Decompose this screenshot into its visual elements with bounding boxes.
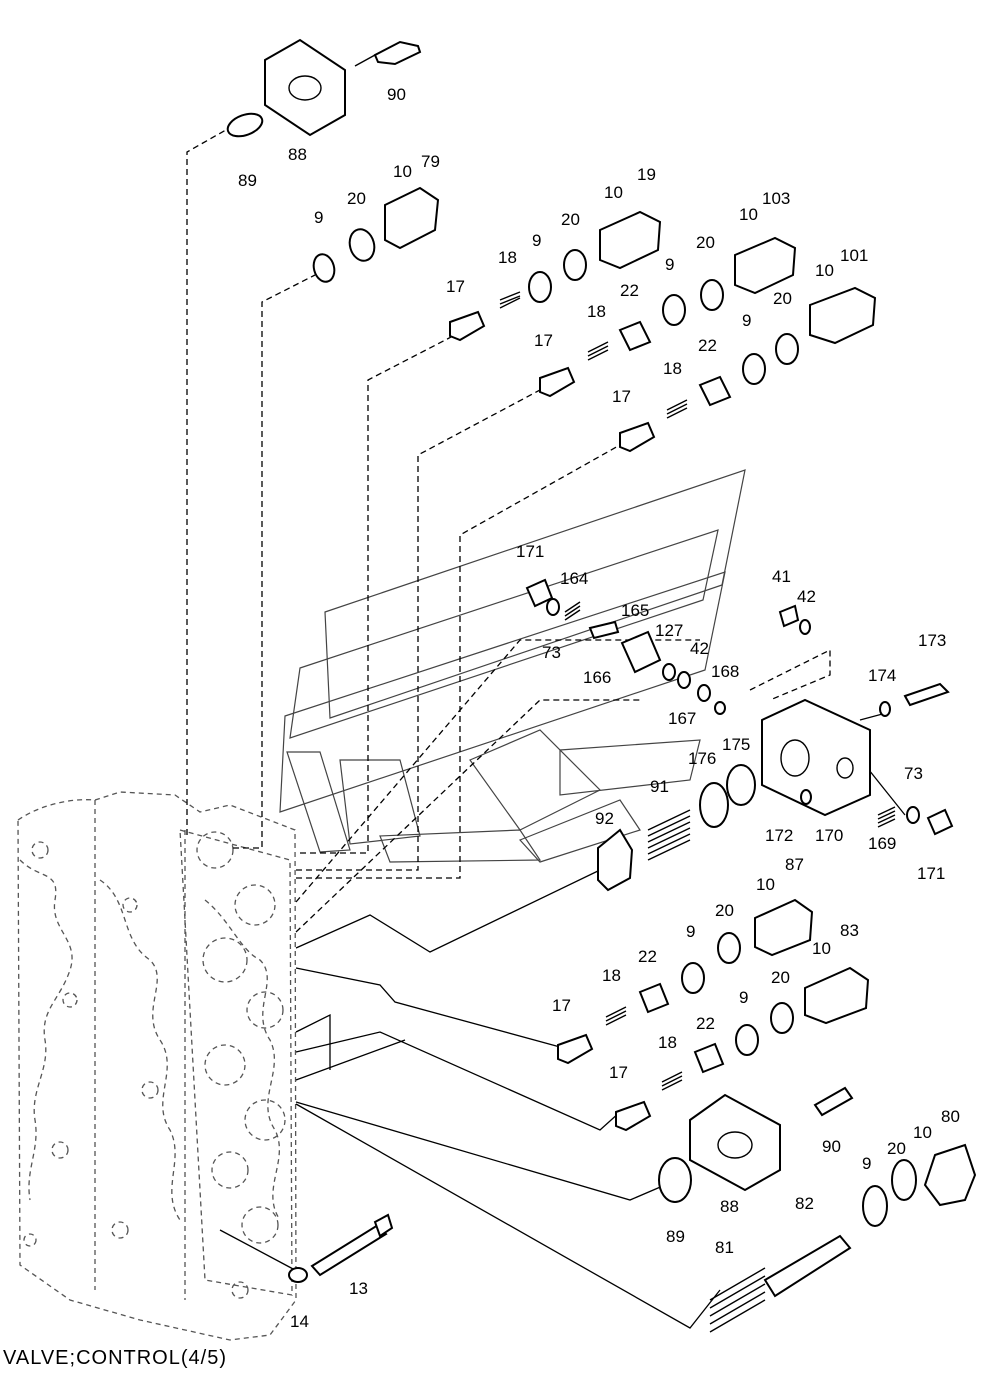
callout-175: 175 bbox=[722, 735, 750, 754]
callout-42: 42 bbox=[690, 639, 709, 658]
callout-9: 9 bbox=[686, 922, 695, 941]
callout-171: 171 bbox=[516, 542, 544, 561]
callout-103: 103 bbox=[762, 189, 790, 208]
callout-20: 20 bbox=[347, 189, 366, 208]
callout-22: 22 bbox=[638, 947, 657, 966]
callout-165: 165 bbox=[621, 601, 649, 620]
callout-81: 81 bbox=[715, 1238, 734, 1257]
callout-73: 73 bbox=[542, 643, 561, 662]
callout-18: 18 bbox=[602, 966, 621, 985]
callout-172: 172 bbox=[765, 826, 793, 845]
callout-127: 127 bbox=[655, 621, 683, 640]
parts bbox=[226, 38, 977, 1333]
callout-18: 18 bbox=[587, 302, 606, 321]
callout-9: 9 bbox=[314, 208, 323, 227]
callout-88: 88 bbox=[720, 1197, 739, 1216]
callout-90: 90 bbox=[822, 1137, 841, 1156]
callout-89: 89 bbox=[666, 1227, 685, 1246]
callout-164: 164 bbox=[560, 569, 588, 588]
callout-91: 91 bbox=[650, 777, 669, 796]
callout-83: 83 bbox=[840, 921, 859, 940]
callout-88: 88 bbox=[288, 145, 307, 164]
callout-18: 18 bbox=[663, 359, 682, 378]
callout-9: 9 bbox=[862, 1154, 871, 1173]
callout-174: 174 bbox=[868, 666, 896, 685]
callout-10: 10 bbox=[913, 1123, 932, 1142]
watermark-logo bbox=[279, 469, 746, 863]
callout-79: 79 bbox=[421, 152, 440, 171]
callout-18: 18 bbox=[658, 1033, 677, 1052]
callout-17: 17 bbox=[612, 387, 631, 406]
callout-10: 10 bbox=[604, 183, 623, 202]
callout-19: 19 bbox=[637, 165, 656, 184]
diagram-caption: VALVE;CONTROL(4/5) bbox=[3, 1347, 227, 1369]
callout-166: 166 bbox=[583, 668, 611, 687]
callout-10: 10 bbox=[739, 205, 758, 224]
callout-20: 20 bbox=[771, 968, 790, 987]
callout-73: 73 bbox=[904, 764, 923, 783]
callout-92: 92 bbox=[595, 809, 614, 828]
callout-10: 10 bbox=[393, 162, 412, 181]
callout-17: 17 bbox=[609, 1063, 628, 1082]
callout-10: 10 bbox=[812, 939, 831, 958]
callout-22: 22 bbox=[698, 336, 717, 355]
callout-89: 89 bbox=[238, 171, 257, 190]
callout-42: 42 bbox=[797, 587, 816, 606]
callout-101: 101 bbox=[840, 246, 868, 265]
callout-9: 9 bbox=[665, 255, 674, 274]
callout-20: 20 bbox=[696, 233, 715, 252]
callout-20: 20 bbox=[715, 901, 734, 920]
callout-9: 9 bbox=[742, 311, 751, 330]
callout-87: 87 bbox=[785, 855, 804, 874]
callout-22: 22 bbox=[696, 1014, 715, 1033]
callout-173: 173 bbox=[918, 631, 946, 650]
callout-20: 20 bbox=[773, 289, 792, 308]
valve-body-outline bbox=[17, 791, 297, 1341]
callout-90: 90 bbox=[387, 85, 406, 104]
callout-17: 17 bbox=[552, 996, 571, 1015]
callout-80: 80 bbox=[941, 1107, 960, 1126]
callout-168: 168 bbox=[711, 662, 739, 681]
callout-labels: 90 88 89 79 10 20 9 19 10 20 9 18 17 103… bbox=[238, 85, 960, 1331]
callout-41: 41 bbox=[772, 567, 791, 586]
callout-10: 10 bbox=[756, 875, 775, 894]
callout-10: 10 bbox=[815, 261, 834, 280]
callout-17: 17 bbox=[446, 277, 465, 296]
callout-9: 9 bbox=[532, 231, 541, 250]
callout-18: 18 bbox=[498, 248, 517, 267]
callout-22: 22 bbox=[620, 281, 639, 300]
callout-167: 167 bbox=[668, 709, 696, 728]
callout-171: 171 bbox=[917, 864, 945, 883]
callout-13: 13 bbox=[349, 1279, 368, 1298]
callout-17: 17 bbox=[534, 331, 553, 350]
callout-82: 82 bbox=[795, 1194, 814, 1213]
callout-14: 14 bbox=[290, 1312, 309, 1331]
callout-169: 169 bbox=[868, 834, 896, 853]
callout-170: 170 bbox=[815, 826, 843, 845]
callout-176: 176 bbox=[688, 749, 716, 768]
callout-9: 9 bbox=[739, 988, 748, 1007]
callout-20: 20 bbox=[561, 210, 580, 229]
callout-20: 20 bbox=[887, 1139, 906, 1158]
